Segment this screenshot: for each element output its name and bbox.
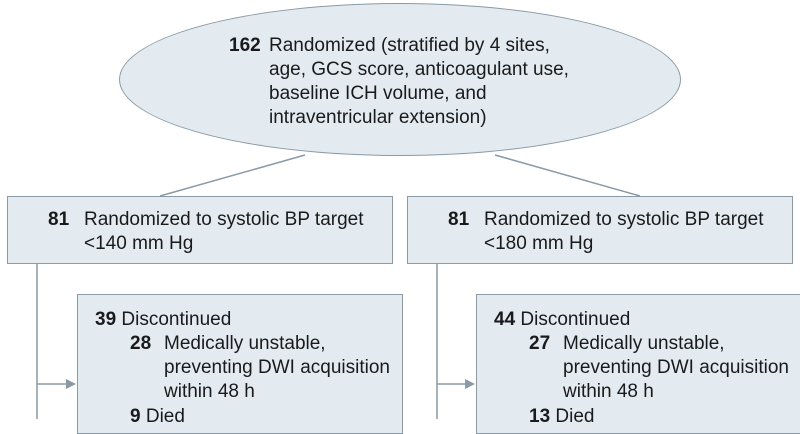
arm-text-180: Randomized to systolic BP target <180 mm… — [484, 209, 764, 254]
reason-unstable-text-140: Medically unstable, preventing DWI acqui… — [164, 333, 390, 402]
randomized-label: 162 Randomized (stratified by 4 sites, a… — [229, 34, 589, 130]
reason-died-count-180: 13 — [529, 406, 551, 427]
reason-died-180: 13 Died — [529, 405, 595, 429]
reason-unstable-count-180: 27 — [529, 333, 551, 354]
arm-label-140: 81 Randomized to systolic BP target <140… — [48, 208, 404, 256]
discontinued-label-180: Discontinued — [520, 309, 631, 330]
connector-ellipse-to-right-arm — [494, 154, 641, 197]
arm-text-140: Randomized to systolic BP target <140 mm… — [84, 209, 364, 254]
reason-unstable-count-140: 28 — [130, 333, 152, 354]
reason-died-count-140: 9 — [130, 406, 141, 427]
arm-box-180: 81 Randomized to systolic BP target <180… — [407, 196, 793, 264]
discontinued-box-180: 44 Discontinued 27 Medically unstable, p… — [476, 294, 800, 434]
discontinued-heading-140: 39 Discontinued — [95, 308, 231, 332]
reason-died-text-180: Died — [555, 406, 595, 427]
discontinued-label-140: Discontinued — [121, 309, 232, 330]
reason-unstable-text-180: Medically unstable, preventing DWI acqui… — [563, 333, 789, 402]
connector-lines — [36, 154, 641, 419]
discontinued-box-140: 39 Discontinued 28 Medically unstable, p… — [77, 294, 403, 434]
arm-count-180: 81 — [448, 209, 470, 230]
randomized-count: 162 — [229, 35, 261, 56]
discontinued-heading-180: 44 Discontinued — [494, 308, 630, 332]
connector-ellipse-to-left-arm — [159, 154, 306, 197]
arrowhead-right-discontinued — [465, 379, 475, 389]
randomized-text: Randomized (stratified by 4 sites, age, … — [269, 35, 569, 128]
arrowhead-left-discontinued — [66, 379, 76, 389]
discontinued-count-180: 44 — [494, 309, 516, 330]
discontinued-count-140: 39 — [95, 309, 117, 330]
arm-label-180: 81 Randomized to systolic BP target <180… — [448, 208, 800, 256]
reason-died-140: 9 Died — [130, 405, 185, 429]
arm-count-140: 81 — [48, 209, 70, 230]
arm-box-140: 81 Randomized to systolic BP target <140… — [7, 196, 393, 264]
randomized-ellipse — [119, 3, 681, 156]
reason-unstable-180: 27 Medically unstable, preventing DWI ac… — [529, 332, 799, 404]
reason-died-text-140: Died — [145, 406, 185, 427]
reason-unstable-140: 28 Medically unstable, preventing DWI ac… — [130, 332, 400, 404]
